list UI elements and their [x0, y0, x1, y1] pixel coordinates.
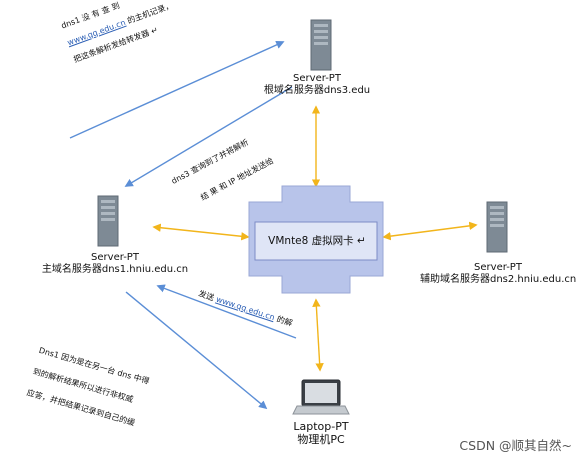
laptop-label: Laptop-PT 物理机PC: [268, 420, 374, 446]
aux-server-type: Server-PT: [474, 262, 522, 273]
arrow-pc-to-main: [156, 284, 297, 339]
aux-server-name: 辅助域名服务器dns2.hniu.edu.cn: [420, 274, 577, 285]
main-server-name: 主域名服务器dns1.hniu.edu.cn: [41, 264, 189, 275]
link-hub-main: [152, 223, 250, 241]
root-server-name: 根域名服务器dns3.edu: [263, 85, 371, 96]
laptop-type: Laptop-PT: [293, 420, 349, 433]
laptop-name: 物理机PC: [297, 433, 345, 446]
root-server-label: Server-PT 根域名服务器dns3.edu: [258, 73, 376, 97]
server-icon-main: [97, 195, 119, 247]
vm-network-hub: [248, 185, 384, 294]
link-hub-aux: [382, 221, 478, 241]
arrow-main-to-pc: [125, 291, 268, 410]
root-server-type: Server-PT: [293, 73, 341, 84]
watermark: CSDN @顺其自然~: [459, 438, 572, 453]
server-icon-aux: [486, 201, 508, 253]
link-hub-pc: [312, 298, 324, 372]
arrow-main-to-root: [69, 40, 285, 139]
hub-label: VMnte8 虚拟网卡 ↵: [268, 235, 366, 247]
aux-server-label: Server-PT 辅助域名服务器dns2.hniu.edu.cn: [420, 262, 576, 286]
main-server-type: Server-PT: [91, 252, 139, 263]
main-server-label: Server-PT 主域名服务器dns1.hniu.edu.cn: [40, 252, 190, 276]
server-icon-root: [310, 19, 332, 71]
arrow-root-to-main: [124, 86, 293, 187]
laptop-icon: [292, 379, 350, 415]
